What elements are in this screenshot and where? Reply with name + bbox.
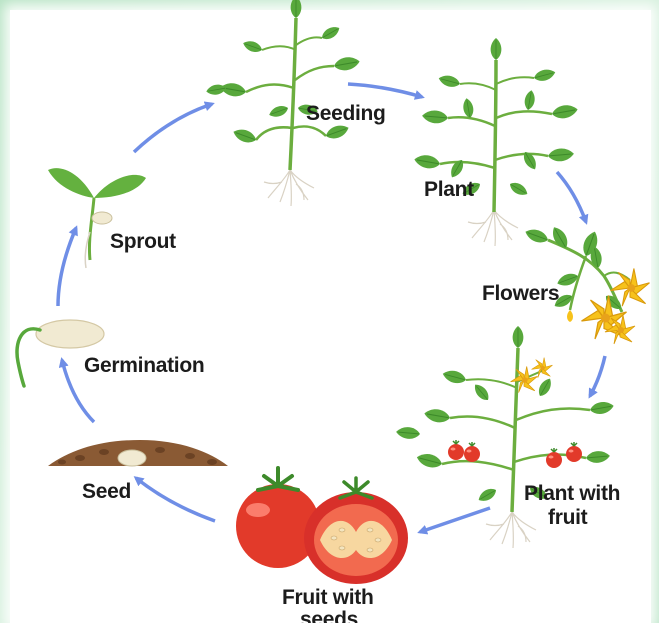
- flower-icon: [511, 367, 538, 393]
- plant-illustration: [413, 38, 578, 246]
- label-seeding: Seeding: [306, 102, 386, 125]
- fruit-with-seeds-illustration: [236, 468, 408, 584]
- arrow-icon: [557, 172, 586, 222]
- tomato-icon: [546, 448, 562, 468]
- arrow-icon: [58, 228, 76, 306]
- label-plant-with-fruit-line1: Plant with: [524, 482, 620, 505]
- seed-icon: [36, 320, 104, 348]
- tomato-icon: [464, 442, 480, 462]
- tomato-half-icon: [304, 478, 408, 584]
- arrow-icon: [136, 478, 215, 521]
- tomato-icon: [566, 442, 582, 462]
- label-plant-with-fruit-line2: fruit: [548, 506, 588, 529]
- label-plant: Plant: [424, 178, 474, 201]
- sprout-illustration: [48, 168, 146, 268]
- arrow-icon: [420, 508, 490, 532]
- label-fruit-with-seeds-line2: seeds: [300, 608, 358, 623]
- seed-illustration: [48, 440, 228, 466]
- seed-icon: [92, 212, 112, 224]
- label-sprout: Sprout: [110, 230, 176, 253]
- tomato-icon: [448, 440, 464, 460]
- label-fruit-with-seeds-line1: Fruit with: [282, 586, 373, 609]
- label-germination: Germination: [84, 354, 204, 377]
- label-flowers: Flowers: [482, 282, 559, 305]
- arrow-icon: [134, 104, 212, 152]
- arrow-icon: [348, 84, 422, 97]
- arrow-icon: [590, 356, 605, 396]
- label-seed: Seed: [82, 480, 131, 503]
- seed-icon: [118, 450, 146, 466]
